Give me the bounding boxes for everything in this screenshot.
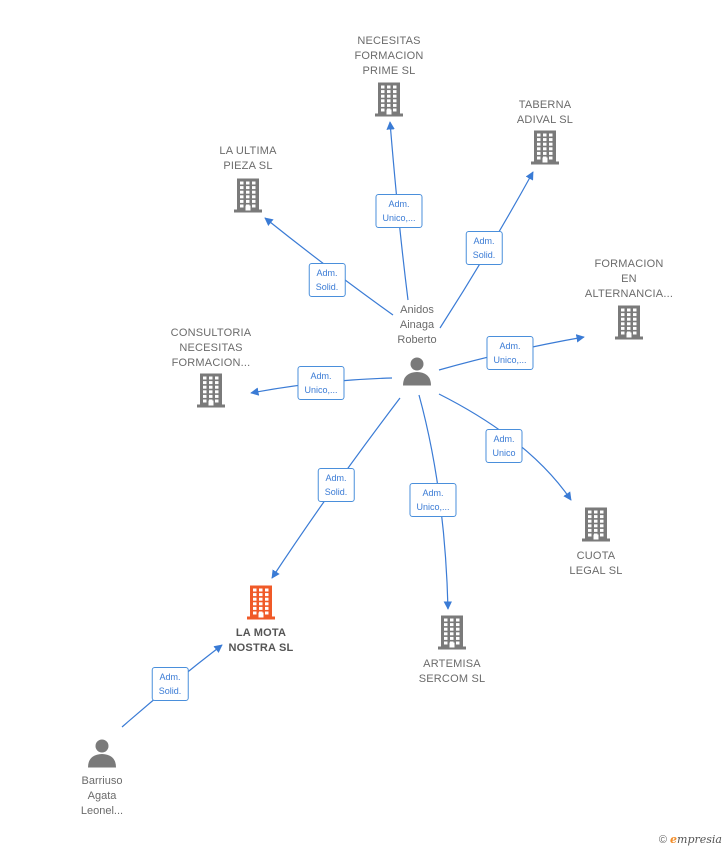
node-label-line: NECESITAS [179,342,243,354]
copyright-symbol: © [658,834,667,846]
node-label-line: Ainaga [399,319,435,331]
edge-label-line: Adm. [422,488,444,498]
edges [121,121,585,728]
node-label-line: CONSULTORIA [170,327,252,339]
edge-label-barriuso-mota[interactable]: Adm. Solid. [151,667,189,701]
node-label-line: SERCOM SL [418,673,486,685]
node-label-line: LA ULTIMA [219,145,277,157]
node-label-necesitas[interactable]: NECESITAS FORMACION PRIME SL [354,34,423,79]
node-label-line: Barriuso [81,775,123,787]
edge-label-center-mota[interactable]: Adm. Solid. [317,468,355,502]
edge-label-line: Unico,... [493,355,527,365]
node-label-line: NOSTRA SL [228,642,294,654]
footer-credit: © empresia [659,833,722,846]
node-label-line: Roberto [397,334,437,346]
edge-label-line: Solid. [324,487,348,497]
edge-label-center-taberna[interactable]: Adm. Solid. [465,231,503,265]
edge-label-line: Solid. [472,250,496,260]
edge-label-center-artemisa[interactable]: Adm. Unico,... [409,483,457,517]
node-label-line: EN [621,273,637,285]
edge-label-line: Unico,... [382,213,416,223]
building-icon-artemisa[interactable] [437,615,467,655]
edge-label-line: Adm. [499,341,521,351]
node-label-line: NECESITAS [357,35,421,47]
edge-label-line: Unico [492,448,516,458]
building-icon-cuota[interactable] [581,507,611,547]
edge-label-center-cuota[interactable]: Adm. Unico [485,429,523,463]
node-label-line: Anidos [400,304,434,316]
building-icon-mota[interactable] [246,585,276,625]
node-label-line: Leonel... [80,805,124,817]
node-label-formacion[interactable]: FORMACION EN ALTERNANCIA... [585,257,673,302]
node-label-taberna[interactable]: TABERNA ADIVAL SL [517,98,573,128]
person-icon-center[interactable] [402,356,432,391]
node-label-cuota[interactable]: CUOTA LEGAL SL [569,549,622,579]
building-icon-taberna[interactable] [530,130,560,170]
node-label-mota[interactable]: LA MOTA NOSTRA SL [229,626,294,656]
node-label-line: ALTERNANCIA... [584,288,674,300]
edge-label-center-consultoria[interactable]: Adm. Unico,... [297,366,345,400]
node-label-line: TABERNA [518,99,572,111]
node-label-line: PRIME SL [362,65,416,77]
node-label-line: Agata [87,790,117,802]
edge-label-center-necesitas[interactable]: Adm. Unico,... [375,194,423,228]
edge-label-line: Adm. [310,371,332,381]
building-icon-ultima[interactable] [233,178,263,218]
edge-label-line: Adm. [493,434,515,444]
edge-label-line: Unico,... [416,502,450,512]
edge-label-line: Solid. [315,282,339,292]
person-icon-barriuso[interactable] [87,738,117,773]
node-label-line: LEGAL SL [569,565,623,577]
node-label-consultoria[interactable]: CONSULTORIA NECESITAS FORMACION... [171,326,252,371]
node-label-line: PIEZA SL [223,160,273,172]
edge-label-line: Adm. [316,268,338,278]
node-label-artemisa[interactable]: ARTEMISA SERCOM SL [419,657,486,687]
edge-label-line: Adm. [388,199,410,209]
edge-label-line: Adm. [325,473,347,483]
node-label-line: ARTEMISA [423,658,481,670]
edge-label-line: Adm. [159,672,181,682]
edge-label-line: Adm. [473,236,495,246]
node-label-line: ADIVAL SL [516,114,574,126]
node-label-line: FORMACION [594,258,664,270]
node-label-ultima[interactable]: LA ULTIMA PIEZA SL [219,144,276,174]
building-icon-necesitas[interactable] [374,82,404,122]
edge-label-center-ultima[interactable]: Adm. Solid. [308,263,346,297]
node-label-line: FORMACION... [171,357,251,369]
node-label-line: FORMACION [354,50,424,62]
node-label-line: CUOTA [576,550,616,562]
edge-label-line: Solid. [158,686,182,696]
brand-logo[interactable]: empresia [670,833,722,846]
node-label-line: LA MOTA [235,627,287,639]
edge-label-center-formacion[interactable]: Adm. Unico,... [486,336,534,370]
edge-label-line: Unico,... [304,385,338,395]
building-icon-formacion[interactable] [614,305,644,345]
building-icon-consultoria[interactable] [196,373,226,413]
